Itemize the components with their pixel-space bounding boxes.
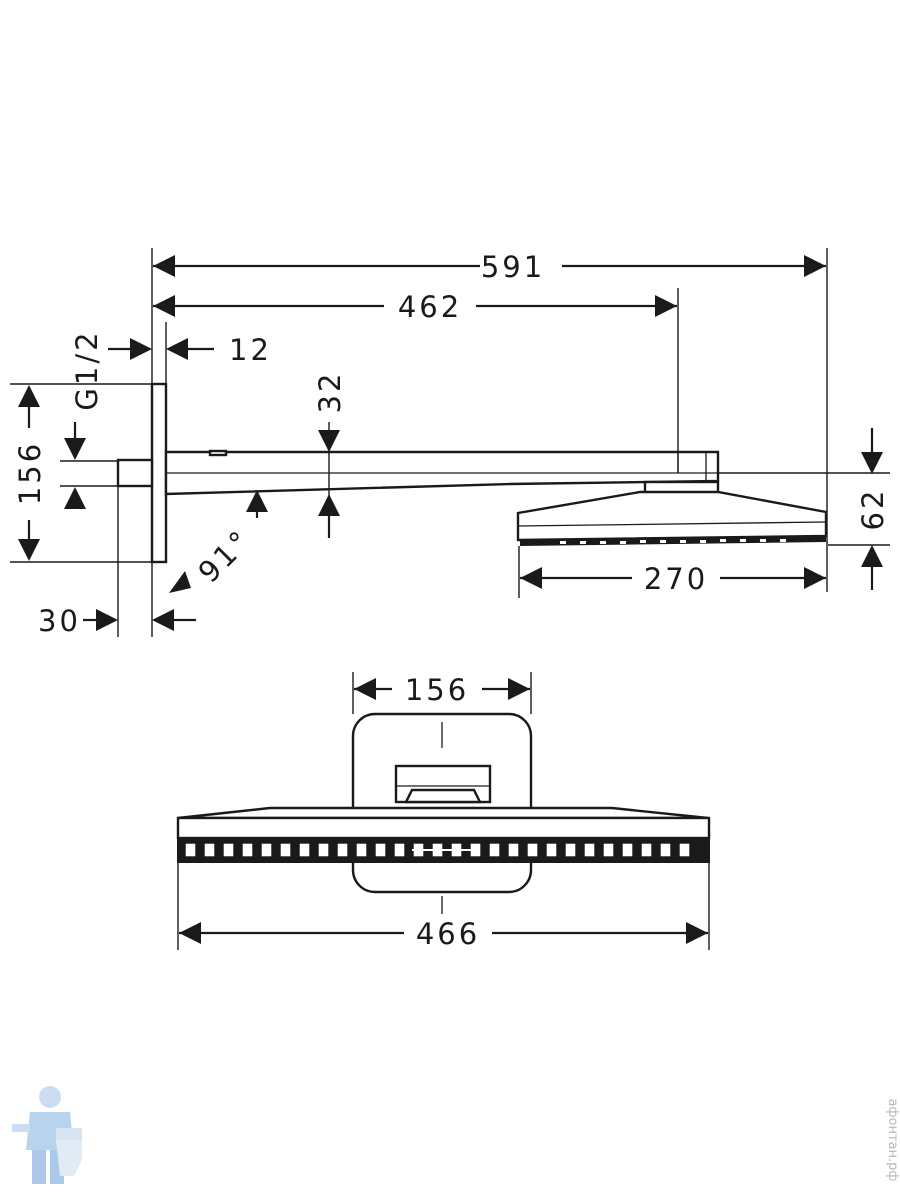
dim-pipe-length: 30 [38,604,81,638]
dim-flange-height: 156 [13,441,47,505]
shower-head-side [516,490,828,542]
dim-head-height: 62 [856,488,890,531]
front-view: 156 466 [176,672,711,951]
dim-arm-length: 462 [398,290,462,324]
spray-nozzles-front [184,842,691,858]
dim-angle: 91° [192,523,259,590]
dim-head-depth: 270 [644,562,708,596]
dim-wall-plate-width: 156 [405,673,469,707]
dim-overall-length: 591 [481,250,545,284]
plumber-mascot-icon [12,1086,82,1184]
spray-face [520,536,826,546]
dim-head-width: 466 [416,917,480,951]
shower-head-top [177,806,709,820]
dim-arm-height: 32 [313,371,347,414]
dim-thread: G1/2 [70,329,104,410]
watermark-text: афонтан.рф [885,1098,900,1181]
wall-flange [150,382,168,564]
dim-flange-thickness: 12 [229,333,272,367]
ball-joint [404,788,482,804]
spray-nozzles-side [560,539,786,544]
inlet-pipe [116,458,154,488]
side-view: 591 462 12 G1/2 156 32 91° [10,248,890,638]
shower-head-front [176,816,711,840]
arm-screw [208,449,228,457]
